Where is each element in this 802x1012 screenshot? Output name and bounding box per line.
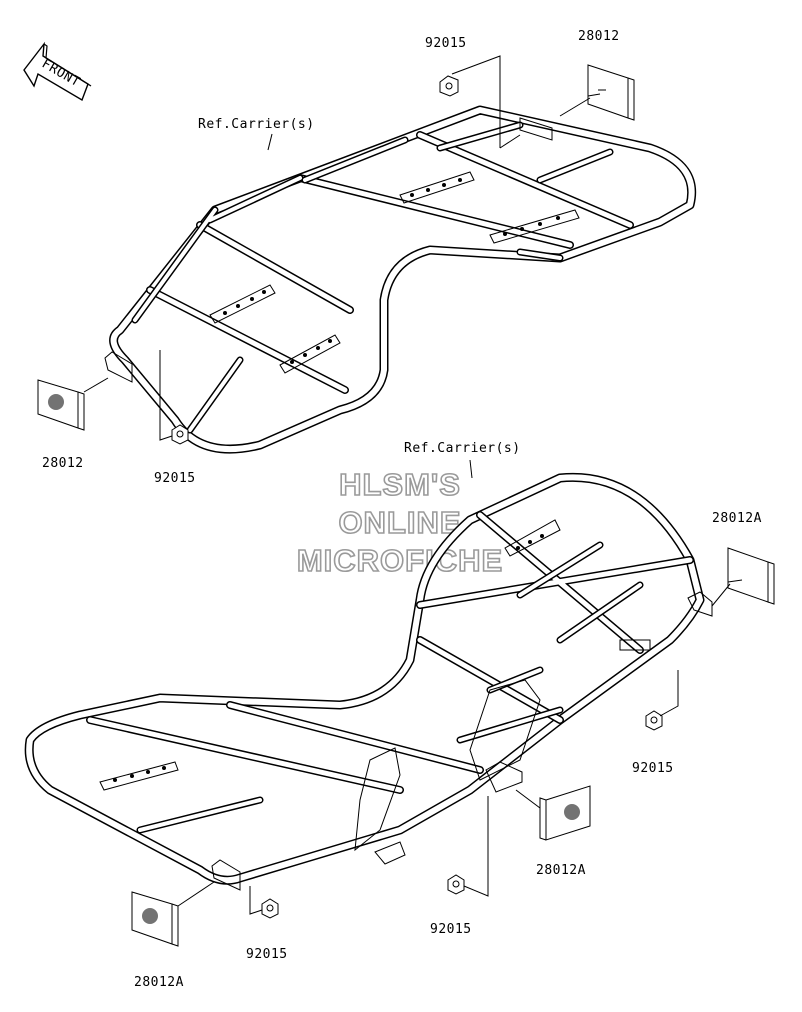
bottom-center-nut-label: 92015 (430, 922, 472, 937)
top-nut (439, 75, 459, 97)
bottom-right-reflector (727, 547, 775, 605)
bottom-left-reflector (131, 891, 179, 947)
top-right-reflector-label: 28012 (578, 29, 620, 44)
bottom-left-reflector-label: 28012A (134, 975, 184, 990)
bottom-carrier-frame (24, 472, 713, 891)
bottom-left-nut (261, 898, 279, 919)
bottom-ref-carrier-label: Ref.Carrier(s) (404, 441, 521, 456)
watermark-line-1: HLSM'S (339, 467, 461, 502)
bottom-center-reflector (539, 785, 591, 841)
bottom-center-nut (447, 874, 465, 895)
bottom-left-nut-label: 92015 (246, 947, 288, 962)
watermark: HLSM'S ONLINE MICROFICHE (296, 466, 503, 579)
bottom-right-nut-label: 92015 (632, 761, 674, 776)
top-left-reflector-label: 28012 (42, 456, 84, 471)
top-right-reflector (587, 64, 635, 121)
top-carrier-frame (104, 105, 697, 454)
top-ref-carrier-label: Ref.Carrier(s) (198, 117, 315, 132)
watermark-line-2: ONLINE (338, 505, 461, 540)
top-bottom-nut (171, 424, 189, 445)
bottom-right-reflector-label: 28012A (712, 511, 762, 526)
bottom-center-reflector-label: 28012A (536, 863, 586, 878)
top-bottom-nut-label: 92015 (154, 471, 196, 486)
top-nut-label: 92015 (425, 36, 467, 51)
front-arrow: FRONT (23, 41, 92, 102)
top-left-reflector (37, 379, 85, 431)
bottom-right-nut (645, 710, 663, 731)
watermark-line-3: MICROFICHE (297, 543, 503, 578)
